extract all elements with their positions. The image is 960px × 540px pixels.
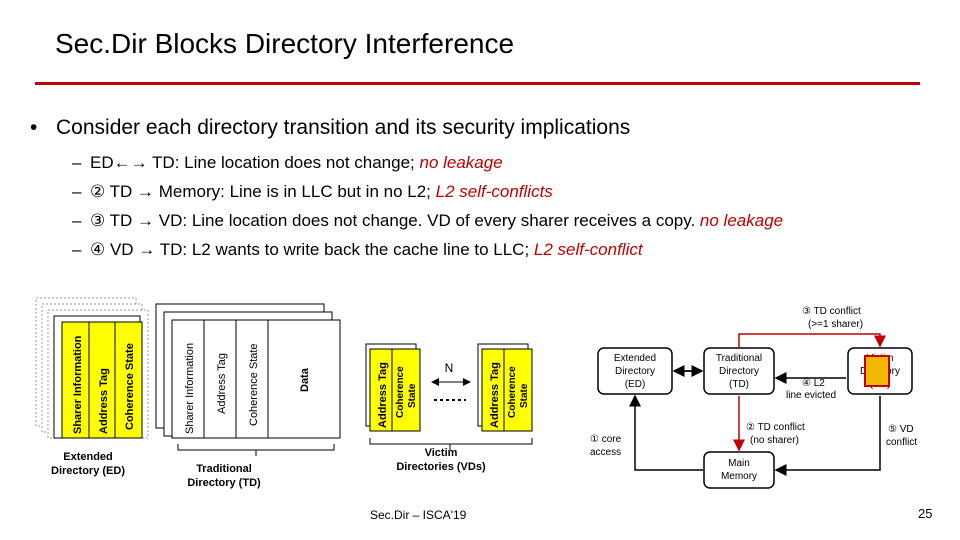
- vd-field: State: [407, 383, 418, 408]
- sub-bullet-text: ED←→ TD: Line location does not change;: [90, 153, 420, 172]
- sub-bullet-1: –ED←→ TD: Line location does not change;…: [72, 153, 503, 172]
- td-field: Data: [299, 367, 311, 392]
- transition-2-label: (no sharer): [750, 435, 799, 446]
- page-number: 25: [918, 506, 933, 521]
- sub-bullet-text: ③ TD → VD: Line location does not change…: [90, 211, 700, 230]
- ed-stack: Sharer Information Address Tag Coherence…: [35, 297, 149, 477]
- ed-box-label: (ED): [625, 379, 646, 390]
- title-divider: [35, 82, 920, 85]
- vd-field: Address Tag: [489, 362, 501, 428]
- vd-group: Address Tag Coherence State Address Tag …: [365, 343, 533, 473]
- sub-bullet-3: –③ TD → VD: Line location does not chang…: [72, 211, 784, 230]
- td-box-label: Directory: [719, 366, 759, 377]
- transition-5-label: ⑤ VD: [888, 424, 914, 435]
- transition-1-label: access: [590, 447, 621, 458]
- vd-label: Victim: [425, 447, 458, 459]
- main-bullet-text: Consider each directory transition and i…: [56, 116, 631, 139]
- td-box-label: Traditional: [716, 353, 762, 364]
- vd-field: Address Tag: [377, 362, 389, 428]
- vd-highlight: [864, 355, 890, 387]
- bullet-dot: •: [30, 116, 38, 139]
- transition-1-label: ① core: [590, 434, 622, 445]
- sub-bullet-text: ④ VD → TD: L2 wants to write back the ca…: [90, 240, 534, 259]
- transition-diagram: Extended Directory (ED) Traditional Dire…: [590, 306, 917, 489]
- sub-bullet-text: ② TD → Memory: Line is in LLC but in no …: [90, 182, 436, 201]
- vd-field: Coherence: [395, 366, 406, 418]
- transition-4-label: ④ L2: [802, 378, 825, 389]
- sub-bullet-list: –ED←→ TD: Line location does not change;…: [72, 148, 783, 264]
- ed-field: Sharer Information: [72, 335, 84, 434]
- sub-bullet-note: L2 self-conflict: [533, 240, 643, 259]
- sub-bullet-note: L2 self-conflicts: [435, 182, 553, 201]
- td-stack: Sharer Information Address Tag Coherence…: [155, 303, 341, 489]
- ed-label: Directory (ED): [51, 465, 125, 477]
- sub-bullet-note: no leakage: [699, 211, 784, 230]
- transition-3-label: (>=1 sharer): [808, 319, 863, 330]
- slide-title: Sec.Dir Blocks Directory Interference: [55, 28, 515, 59]
- ed-label: Extended: [63, 451, 113, 463]
- vd-field: Coherence: [507, 366, 518, 418]
- td-label: Traditional: [196, 463, 252, 475]
- vd-count-label: N: [445, 361, 454, 375]
- sub-bullet-4: –④ VD → TD: L2 wants to write back the c…: [72, 240, 643, 259]
- vd-label: Directories (VDs): [396, 461, 486, 473]
- transition-4-label: line evicted: [786, 390, 836, 401]
- ed-box-label: Extended: [614, 353, 656, 364]
- td-field: Address Tag: [216, 353, 228, 414]
- ed-field: Coherence State: [124, 343, 136, 430]
- ed-field: Address Tag: [98, 368, 110, 434]
- transition-2-label: ② TD conflict: [746, 422, 805, 433]
- td-box-label: (TD): [729, 379, 749, 390]
- vd-field: State: [519, 383, 530, 408]
- td-field: Sharer Information: [184, 343, 196, 434]
- mem-box-label: Main: [728, 458, 750, 469]
- footer-text: Sec.Dir – ISCA'19: [370, 508, 467, 522]
- sub-bullet-2: –② TD → Memory: Line is in LLC but in no…: [72, 182, 553, 201]
- td-label: Directory (TD): [187, 477, 261, 489]
- ed-box-label: Directory: [615, 366, 655, 377]
- transition-5-label: conflict: [886, 437, 917, 448]
- mem-box-label: Memory: [721, 471, 757, 482]
- sub-bullet-note: no leakage: [419, 153, 503, 172]
- main-bullet: • Consider each directory transition and …: [30, 116, 630, 140]
- transition-3-label: ③ TD conflict: [802, 306, 861, 317]
- td-field: Coherence State: [248, 343, 260, 426]
